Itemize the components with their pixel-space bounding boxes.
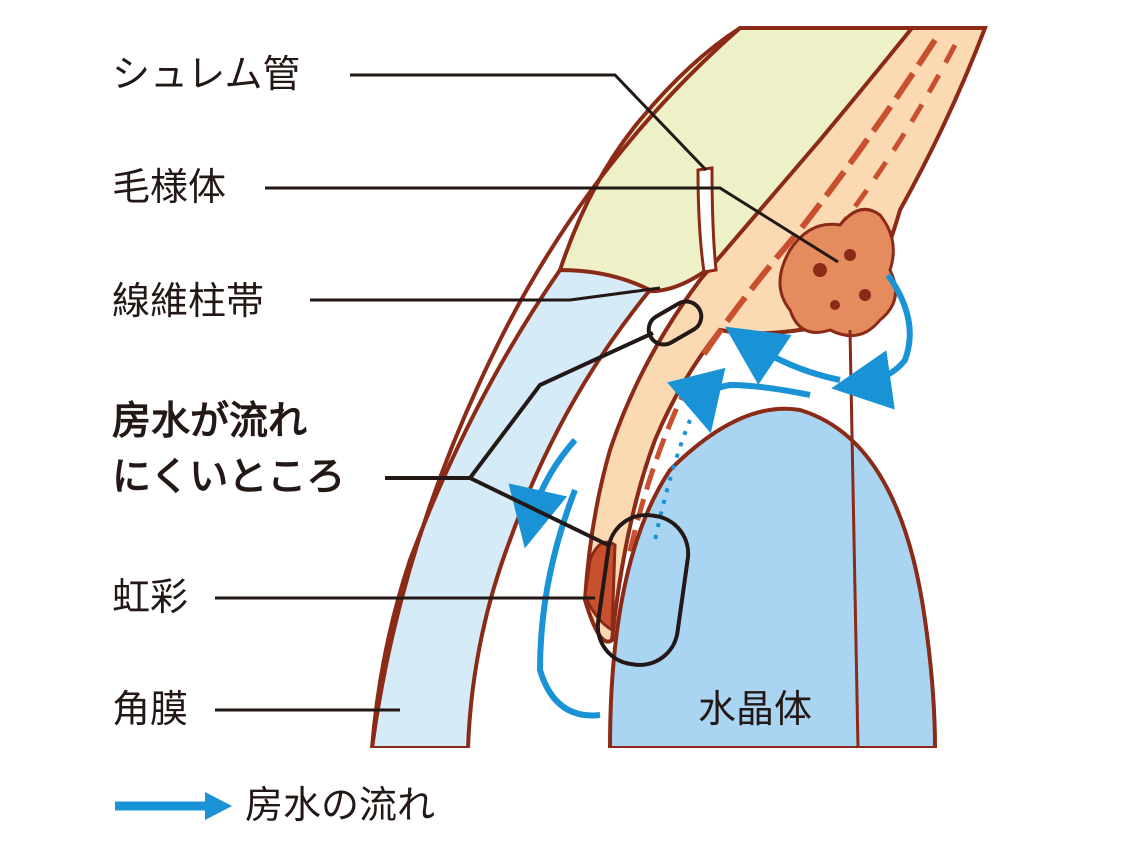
- iris-lens-highlight-oval: [595, 513, 691, 667]
- pigment-stripe-1: [697, 38, 938, 362]
- pigment-stripe-2: [828, 43, 958, 242]
- aqueous-flow-arrow-2: [725, 326, 841, 385]
- aqueous-flow-arrow-1: [831, 273, 913, 410]
- cornea-outer-line: [370, 26, 742, 748]
- label-iris: 虹彩: [112, 575, 189, 619]
- legend-flow-arrowhead: [205, 792, 232, 820]
- label-hard-to-flow-line1: 房水が流れ: [112, 399, 308, 444]
- label-trabecular-meshwork: 線維柱帯: [112, 279, 265, 323]
- label-ciliary-body: 毛様体: [112, 165, 227, 209]
- leader-hard-flow-bottom: [469, 476, 609, 547]
- leader-ciliary: [265, 186, 839, 264]
- aqueous-flow-arrow-3: [667, 367, 811, 434]
- label-lens: 水晶体: [698, 687, 813, 731]
- leader-schlemm: [350, 73, 708, 172]
- aqueous-flow-dotted: [653, 419, 692, 541]
- label-cornea: 角膜: [112, 687, 189, 731]
- ciliary-processes: [778, 207, 898, 338]
- schlemm-canal-shape: [696, 166, 718, 274]
- label-hard-to-flow-line2: にくいところ: [112, 455, 346, 500]
- trabecular-highlight-oval: [646, 299, 704, 347]
- legend-aqueous-flow-label: 房水の流れ: [245, 783, 436, 827]
- aqueous-flow-arrow-4: [508, 438, 578, 549]
- leader-trabecular: [310, 286, 661, 302]
- label-schlemm-canal: シュレム管: [112, 52, 301, 96]
- leader-hard-flow-top: [385, 331, 654, 480]
- aqueous-flow-arrow-5: [536, 488, 601, 719]
